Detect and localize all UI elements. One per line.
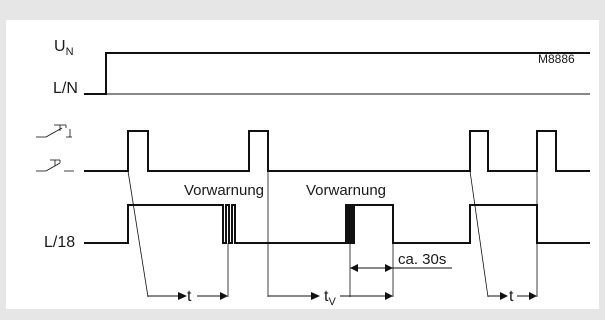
l18-label: L/18 xyxy=(44,234,75,251)
un-label: UN xyxy=(54,38,74,58)
interval-t-label: t xyxy=(187,288,192,305)
un-label-sub: N xyxy=(66,46,74,58)
timing-reference-lines xyxy=(127,170,538,298)
ln-label: L/N xyxy=(53,80,78,97)
supply-voltage-trace xyxy=(84,52,590,95)
interval-tv-main: t xyxy=(324,288,329,305)
output-trace xyxy=(84,204,590,244)
interval-t-arrow xyxy=(148,292,228,300)
interval-t2-arrow xyxy=(488,292,537,300)
pushbutton-no-icon xyxy=(36,159,74,172)
prewarning-label-1: Vorwarnung xyxy=(184,182,264,199)
interval-tv-arrow xyxy=(268,292,393,300)
prewarning-label-2: Vorwarnung xyxy=(306,182,386,199)
interval-ca30s-label: ca. 30s xyxy=(398,251,446,268)
device-code: M8886 xyxy=(538,52,575,66)
pushbutton-trace xyxy=(84,130,590,172)
interval-tv-label: tV xyxy=(324,288,336,308)
un-label-main: U xyxy=(54,38,66,55)
interval-ca30s-arrow xyxy=(350,264,452,272)
interval-tv-sub: V xyxy=(328,296,336,308)
diagram-canvas xyxy=(6,20,599,309)
pushbutton-nc-icon xyxy=(36,124,72,138)
interval-t2-label: t xyxy=(509,288,514,305)
